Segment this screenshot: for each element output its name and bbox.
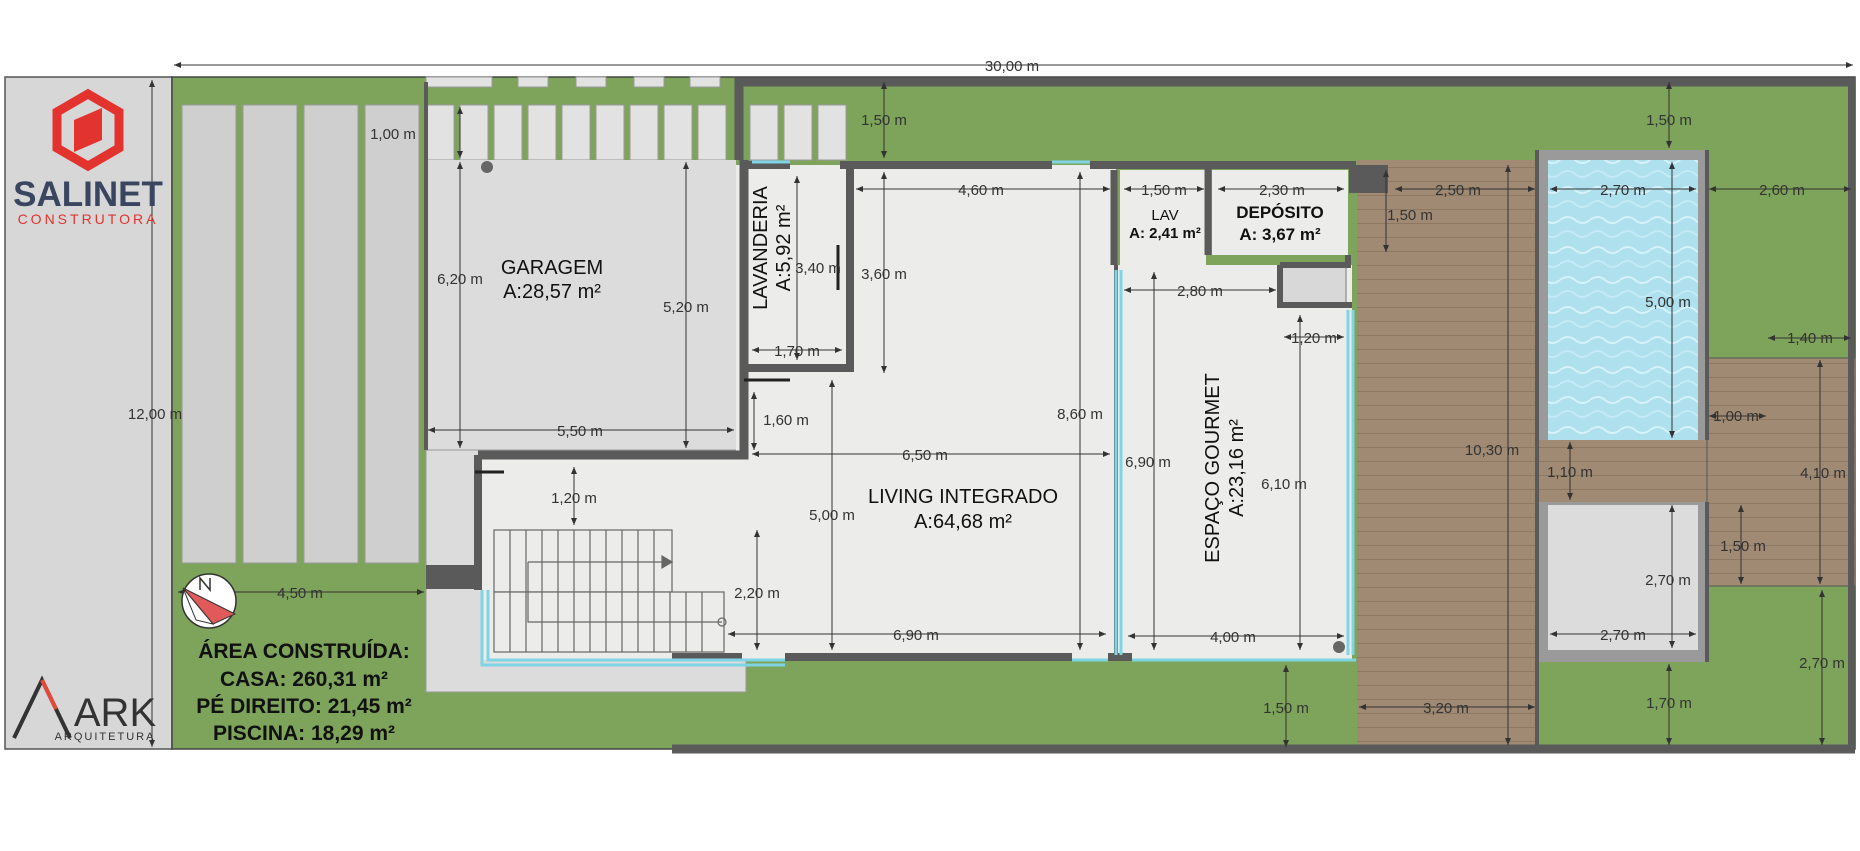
room-living-area: A:64,68 m² — [914, 511, 1012, 533]
dim-planter-w: 2,70 m — [1600, 627, 1646, 644]
dim-living-mid-w: 6,50 m — [902, 447, 948, 464]
gourmet-counter — [1279, 264, 1347, 304]
dim-deposito-h: 1,50 m — [1387, 207, 1433, 224]
dim-living-h: 8,60 m — [1057, 406, 1103, 423]
dim-stair-gap: 1,20 m — [551, 490, 597, 507]
dim-pool-w: 2,70 m — [1600, 182, 1646, 199]
dim-hall-gap: 1,60 m — [763, 412, 809, 429]
dimension-labels: 30,00 m 12,00 m 4,50 m 1,00 m 6,20 m 5,2… — [128, 58, 1846, 717]
ark-logo: ARK ARQUITETURA — [12, 675, 157, 743]
summary-title: ÁREA CONSTRUÍDA: — [198, 640, 410, 663]
room-deposito-area: A: 3,67 m² — [1239, 225, 1321, 244]
area-summary: ÁREA CONSTRUÍDA: CASA: 260,31 m² PÉ DIRE… — [196, 640, 412, 745]
dim-gourmet-top-w: 2,80 m — [1177, 283, 1223, 300]
summary-piscina: PISCINA: 18,29 m² — [213, 722, 395, 745]
dim-garage-top: 1,00 m — [370, 126, 416, 143]
garage-post — [481, 161, 493, 173]
dim-total-width: 30,00 m — [985, 58, 1039, 75]
room-garagem-name: GARAGEM — [501, 257, 603, 279]
room-gourmet-name: ESPAÇO GOURMET — [1202, 373, 1224, 563]
dim-living-bottom-w: 6,90 m — [893, 627, 939, 644]
dim-gourmet-h-inner: 6,10 m — [1261, 476, 1307, 493]
paving-strips — [181, 104, 420, 564]
dim-side-deck-w: 1,40 m — [1787, 330, 1833, 347]
room-labels: GARAGEM A:28,57 m² LAVANDERIA A:5,92 m² … — [501, 185, 1324, 562]
dim-living-lower-h: 5,00 m — [809, 507, 855, 524]
dim-right-bottom: 2,70 m — [1799, 655, 1845, 672]
dim-garage-h-inner: 5,20 m — [663, 299, 709, 316]
ark-wordmark: ARK — [74, 691, 157, 735]
salinet-logo-icon — [52, 88, 124, 172]
side-deck — [1706, 357, 1856, 587]
dim-pool-right: 2,60 m — [1759, 182, 1805, 199]
dim-side-deck-h: 4,10 m — [1800, 465, 1846, 482]
pool-walkway — [1537, 440, 1707, 502]
salinet-subtitle: CONSTRUTORA — [18, 211, 159, 227]
dim-planter-h: 2,70 m — [1645, 572, 1691, 589]
room-lavanderia-name: LAVANDERIA — [750, 185, 772, 309]
gourmet-column — [1333, 641, 1345, 653]
dim-deck-bottom-w: 3,20 m — [1423, 700, 1469, 717]
dim-planter-gap: 1,50 m — [1720, 538, 1766, 555]
dim-stair-h: 2,20 m — [734, 585, 780, 602]
room-lav-name: LAV — [1151, 207, 1178, 224]
dim-side-deck-gap: 1,00 m — [1713, 408, 1759, 425]
dim-living-top-w: 4,60 m — [958, 182, 1004, 199]
dim-deck-h: 10,30 m — [1465, 442, 1519, 459]
dim-living-upper-h: 3,60 m — [861, 266, 907, 283]
walls — [424, 77, 1855, 754]
dim-gourmet-h-outer: 6,90 m — [1125, 454, 1171, 471]
sidewalk — [4, 76, 173, 750]
deposito-floor — [1212, 170, 1348, 255]
room-gourmet-area: A:23,16 m² — [1226, 419, 1248, 517]
glazing — [480, 160, 1356, 667]
dim-pool-top-setback: 1,50 m — [1646, 112, 1692, 129]
dim-deposito-w: 2,30 m — [1259, 182, 1305, 199]
dim-walk-h: 1,10 m — [1547, 464, 1593, 481]
dim-top-setback-1: 1,50 m — [861, 112, 907, 129]
summary-casa: CASA: 260,31 m² — [220, 668, 388, 691]
dim-pool-h: 5,00 m — [1645, 294, 1691, 311]
dim-gourmet-notch: 1,20 m — [1291, 330, 1337, 347]
north-arrow-icon — [181, 573, 237, 629]
dim-gourmet-bottom-w: 4,00 m — [1210, 629, 1256, 646]
summary-pe-direito: PÉ DIREITO: 21,45 m² — [196, 695, 412, 718]
staircase — [493, 529, 727, 653]
ark-subtitle: ARQUITETURA — [55, 731, 156, 743]
dim-pool-bottom-setback: 1,70 m — [1646, 695, 1692, 712]
ark-logo-icon — [12, 675, 72, 739]
room-lav-area: A: 2,41 m² — [1129, 225, 1201, 242]
room-garagem-area: A:28,57 m² — [503, 281, 601, 303]
dim-total-height: 12,00 m — [128, 406, 182, 423]
dimension-lines — [149, 62, 1853, 747]
dim-lav-w: 1,70 m — [774, 343, 820, 360]
room-lavanderia-area: A:5,92 m² — [773, 204, 795, 291]
dim-garage-h-outer: 6,20 m — [437, 271, 483, 288]
dim-bottom-setback: 1,50 m — [1263, 700, 1309, 717]
dim-deck-gap: 2,50 m — [1435, 182, 1481, 199]
dim-garage-w: 5,50 m — [557, 423, 603, 440]
salinet-wordmark: SALINET — [13, 175, 163, 214]
dim-front-setback: 4,50 m — [277, 585, 323, 602]
room-deposito-name: DEPÓSITO — [1236, 203, 1324, 222]
room-living-name: LIVING INTEGRADO — [868, 486, 1058, 508]
dim-lavabo-w: 1,50 m — [1141, 182, 1187, 199]
salinet-logo: SALINET CONSTRUTORA — [13, 88, 163, 227]
dim-lav-h: 3,40 m — [795, 260, 841, 277]
lav-floor — [1120, 170, 1206, 265]
